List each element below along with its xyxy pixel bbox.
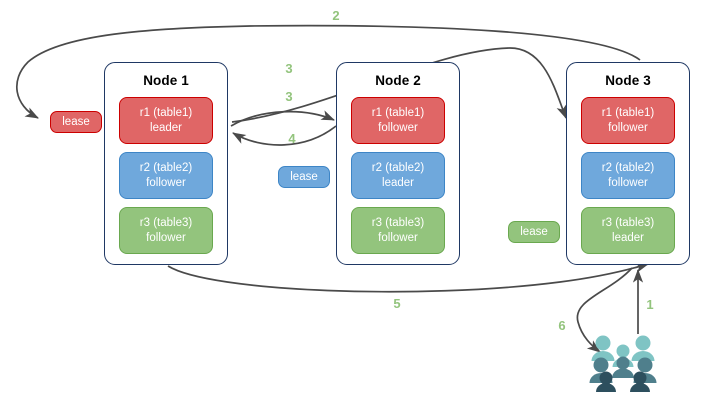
replica-name: r2 (table2) [139, 162, 193, 174]
replica-r1[interactable]: r1 (table1) follower [581, 97, 675, 144]
node-title: Node 1 [143, 73, 189, 88]
edge-step-3-to-node2 [230, 110, 335, 127]
lease-badge-r1[interactable]: lease [50, 111, 102, 133]
edge-step-5 [167, 262, 649, 293]
replica-r3[interactable]: r3 (table3) leader [581, 207, 675, 254]
replica-name: r1 (table1) [601, 107, 655, 119]
step-label-3a: 3 [285, 61, 293, 76]
replica-role: leader [150, 121, 182, 134]
replica-role: follower [378, 231, 418, 244]
lease-badge-r2[interactable]: lease [278, 166, 330, 188]
replica-name: r3 (table3) [371, 217, 425, 229]
replica-role: follower [146, 231, 186, 244]
step-label-1: 1 [646, 297, 654, 312]
replica-name: r2 (table2) [371, 162, 425, 174]
replica-role: leader [612, 231, 644, 244]
replica-name: r2 (table2) [601, 162, 655, 174]
replica-r2[interactable]: r2 (table2) follower [119, 152, 213, 199]
step-label-5: 5 [393, 296, 401, 311]
lease-badge-r3[interactable]: lease [508, 221, 560, 243]
users-icon [589, 335, 657, 392]
replica-role: leader [382, 176, 414, 189]
replica-name: r3 (table3) [139, 217, 193, 229]
step-label-4: 4 [288, 131, 296, 146]
node-title: Node 3 [605, 73, 651, 88]
replica-r3[interactable]: r3 (table3) follower [119, 207, 213, 254]
node-box-node1[interactable]: Node 1 r1 (table1) leader r2 (table2) fo… [104, 62, 228, 265]
replica-r3[interactable]: r3 (table3) follower [351, 207, 445, 254]
step-label-6: 6 [558, 318, 566, 333]
replica-name: r1 (table1) [371, 107, 425, 119]
node-box-node2[interactable]: Node 2 r1 (table1) follower r2 (table2) … [336, 62, 460, 265]
replica-role: follower [608, 176, 648, 189]
step-label-2: 2 [332, 8, 340, 23]
replica-role: follower [146, 176, 186, 189]
replica-r1[interactable]: r1 (table1) leader [119, 97, 213, 144]
replica-name: r1 (table1) [139, 107, 193, 119]
replica-name: r3 (table3) [601, 217, 655, 229]
replica-role: follower [608, 121, 648, 134]
node-title: Node 2 [375, 73, 421, 88]
replica-r2[interactable]: r2 (table2) leader [351, 152, 445, 199]
replica-r1[interactable]: r1 (table1) follower [351, 97, 445, 144]
replica-role: follower [378, 121, 418, 134]
node-box-node3[interactable]: Node 3 r1 (table1) follower r2 (table2) … [566, 62, 690, 265]
step-label-3b: 3 [285, 89, 293, 104]
replica-r2[interactable]: r2 (table2) follower [581, 152, 675, 199]
